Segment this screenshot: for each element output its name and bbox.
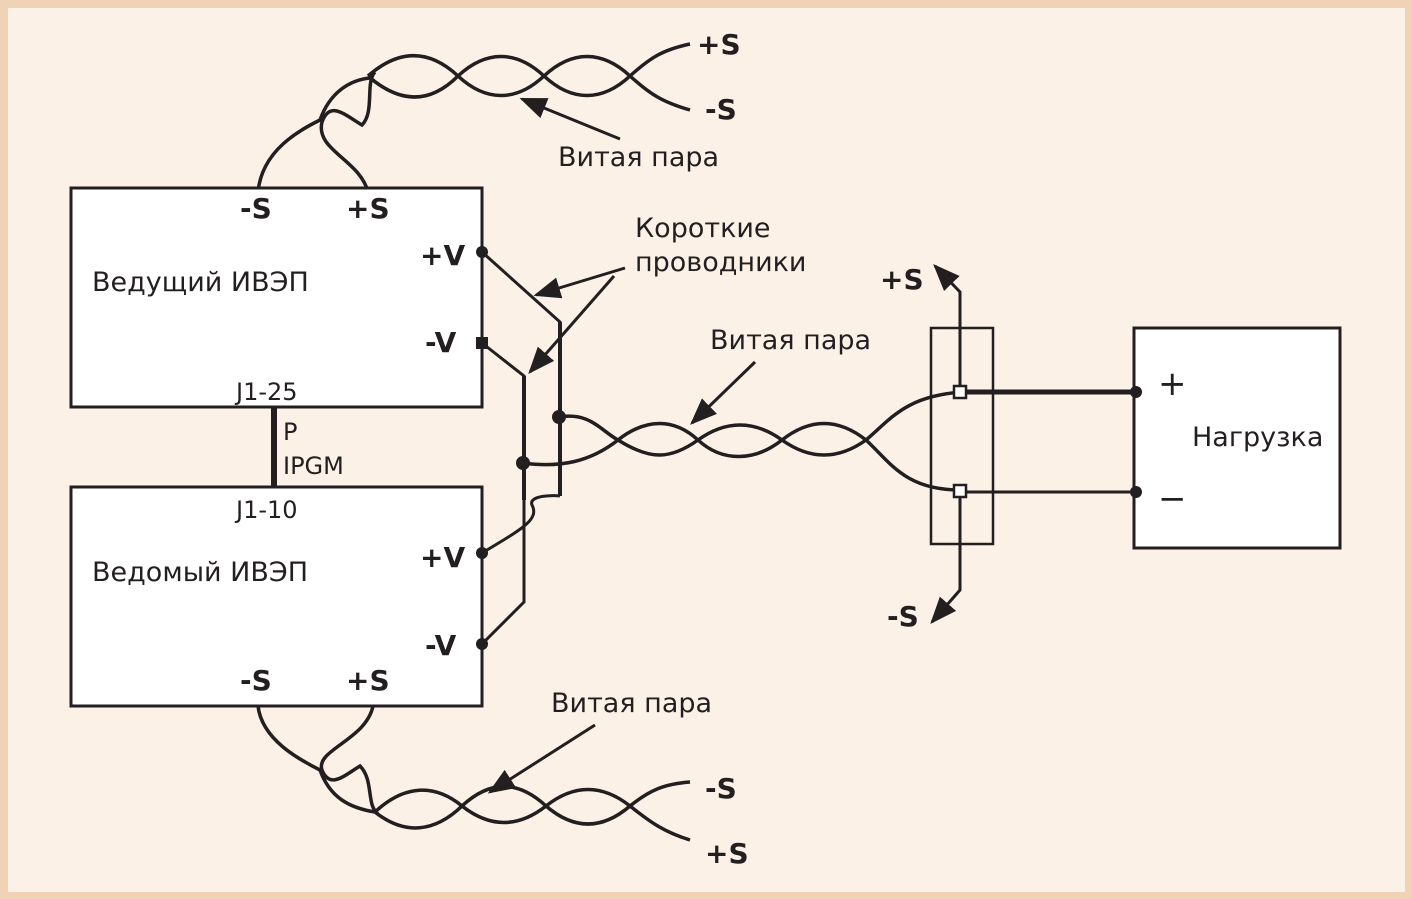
middle-twisted-pair: [522, 390, 963, 492]
slave-psu-box: [69, 485, 484, 708]
slave-minus-s-label: -S: [240, 664, 272, 697]
sense-plus-label: +S: [880, 263, 924, 296]
slave-plus-s-label: +S: [346, 664, 390, 697]
link-label-ipgm: IPGM: [283, 452, 344, 480]
top-pair-label: Витая пара: [558, 142, 719, 173]
master-plus-s-label: +S: [346, 192, 390, 225]
slave-minus-v-label: -V: [425, 629, 457, 662]
middle-pair-label: Витая пара: [710, 325, 871, 356]
slave-title: Ведомый ИВЭП: [92, 557, 308, 588]
top-twisted-pair: [256, 42, 691, 193]
sense-plus-arrow: [933, 264, 962, 392]
short-wires: [480, 250, 562, 646]
load-minus-sign: −: [1158, 479, 1187, 519]
master-minus-v-terminal: [476, 337, 488, 349]
load-plus-sign: +: [1158, 364, 1187, 404]
terminal-plus-screw: [952, 384, 968, 400]
slave-connector-label: J1-10: [234, 496, 298, 524]
slave-plus-v-label: +V: [420, 541, 465, 574]
short-wires-arrow-upper: [533, 266, 626, 299]
master-plus-v-label: +V: [420, 239, 465, 272]
middle-pair-pointer-arrow: [690, 360, 757, 425]
bottom-pair-label: Витая пара: [551, 688, 712, 719]
short-wires-label-line2: проводники: [635, 247, 806, 278]
top-pair-pointer-arrow: [519, 97, 621, 141]
bottom-pair-pointer-arrow: [487, 723, 596, 794]
top-pair-minus-s-label: -S: [705, 93, 737, 126]
sense-minus-arrow: [930, 490, 962, 625]
load-plus-terminal: [1130, 386, 1142, 398]
top-pair-plus-s-label: +S: [697, 28, 741, 61]
bottom-twisted-pair: [256, 705, 691, 842]
slave-minus-v-terminal: [476, 638, 488, 650]
slave-plus-v-terminal: [476, 547, 488, 559]
master-plus-v-terminal: [476, 246, 488, 258]
link-label-p: P: [283, 418, 297, 446]
master-psu-box: [69, 186, 484, 409]
terminal-block: [929, 326, 995, 546]
load-minus-terminal: [1130, 486, 1142, 498]
load-box: [1132, 326, 1342, 550]
bottom-pair-plus-s-label: +S: [705, 837, 749, 870]
load-title: Нагрузка: [1192, 422, 1323, 453]
master-minus-v-label: -V: [425, 326, 457, 359]
bottom-pair-minus-s-label: -S: [705, 772, 737, 805]
master-connector-label: J1-25: [234, 378, 298, 406]
short-wires-arrow-lower: [528, 275, 616, 375]
terminal-minus-screw: [952, 483, 968, 499]
master-title: Ведущий ИВЭП: [92, 267, 309, 298]
sense-minus-label: -S: [887, 600, 919, 633]
short-wires-label-line1: Короткие: [635, 213, 771, 244]
master-minus-s-label: -S: [240, 192, 272, 225]
